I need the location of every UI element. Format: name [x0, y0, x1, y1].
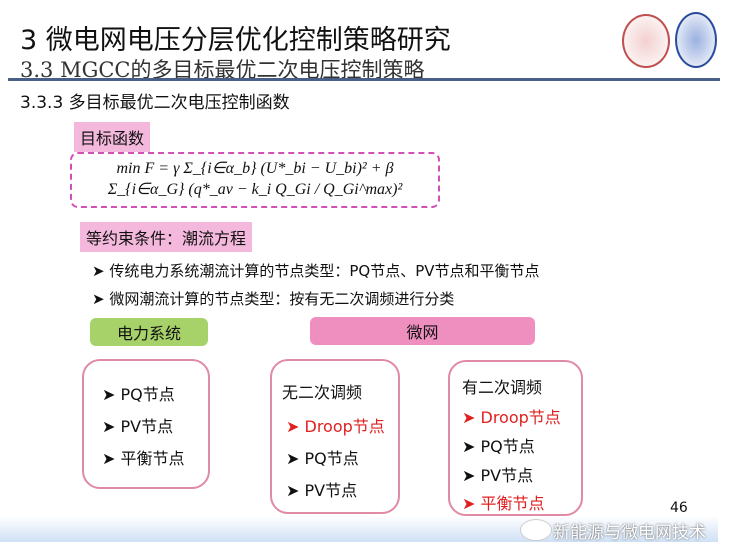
node-type: Droop节点: [304, 417, 385, 436]
page-number: 46: [670, 500, 688, 516]
power-system-header: 电力系统: [90, 318, 208, 346]
node-type: PV节点: [480, 466, 534, 485]
node-type: Droop节点: [480, 408, 561, 427]
node-type: PQ节点: [120, 385, 175, 404]
microgrid-header: 微网: [310, 317, 535, 345]
node-type: PV节点: [304, 481, 358, 500]
objective-label: 目标函数: [74, 122, 151, 152]
node-type: PQ节点: [304, 449, 359, 468]
university-logo-1: [622, 14, 670, 68]
title-divider: [8, 78, 720, 81]
bullet-2: ➤ 微网潮流计算的节点类型：按有无二次调频进行分类: [92, 290, 455, 308]
node-type: 平衡节点: [480, 494, 545, 513]
university-logo-2: [675, 12, 717, 68]
power-system-box: ➤ PQ节点 ➤ PV节点 ➤ 平衡节点: [82, 359, 210, 489]
box-title: 无二次调频: [282, 383, 363, 402]
box-title: 有二次调频: [462, 378, 543, 397]
section-heading: 3.3.3 多目标最优二次电压控制函数: [20, 93, 290, 113]
bullet-text: 微网潮流计算的节点类型：按有无二次调频进行分类: [109, 290, 455, 308]
node-type: PQ节点: [480, 437, 535, 456]
node-type: 平衡节点: [120, 449, 185, 468]
with-secondary-box: 有二次调频 ➤ Droop节点 ➤ PQ节点 ➤ PV节点 ➤ 平衡节点: [448, 360, 583, 516]
constraint-label: 等约束条件：潮流方程: [80, 222, 253, 252]
objective-formula: min F = γ Σ_{i∈α_b} (U*_bi − U_bi)² + β …: [70, 152, 440, 208]
wechat-icon: [520, 519, 552, 541]
no-secondary-box: 无二次调频 ➤ Droop节点 ➤ PQ节点 ➤ PV节点: [270, 359, 400, 514]
slide-title: 3 微电网电压分层优化控制策略研究: [20, 25, 451, 56]
node-type: PV节点: [120, 417, 174, 436]
watermark: 新能源与微电网技术: [553, 523, 706, 543]
footer-band: [0, 516, 718, 542]
bullet-text: 传统电力系统潮流计算的节点类型：PQ节点、PV节点和平衡节点: [109, 262, 540, 280]
bullet-1: ➤ 传统电力系统潮流计算的节点类型：PQ节点、PV节点和平衡节点: [92, 262, 540, 280]
